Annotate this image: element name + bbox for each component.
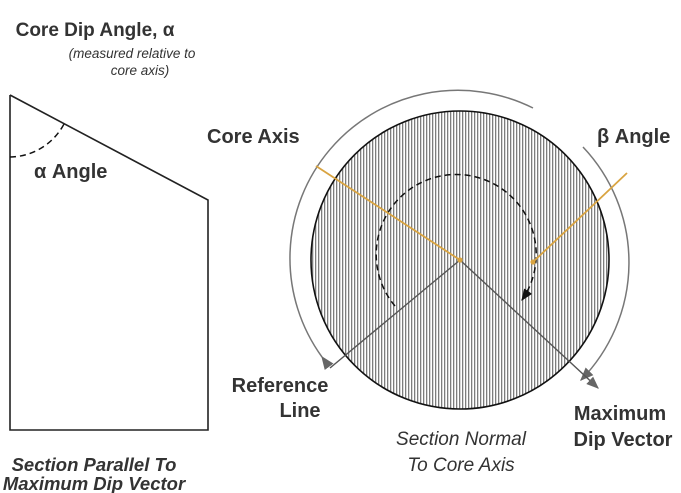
left-panel-subtitle-line2: core axis) [111,63,170,78]
right-caption-line1: Section Normal [396,429,527,450]
core-axis-label: Core Axis [207,126,300,148]
reference-line-label-line2: Line [279,400,320,422]
max-dip-label-line2: Dip Vector [574,429,673,451]
reference-rotation-arc [289,89,534,371]
core-axis-line [315,165,461,261]
beta-angle-pointer-line [532,172,628,263]
core-section-outline [9,94,209,431]
left-caption-line2: Maximum Dip Vector [3,473,187,493]
right-caption-line2: To Core Axis [407,455,515,476]
max-dip-label-line1: Maximum [574,403,666,425]
beta-rotation-arc [580,146,630,381]
beta-angle-label: β Angle [597,126,670,148]
beta-angle-dot [530,259,536,265]
alpha-angle-arc [9,123,65,158]
left-caption-line1: Section Parallel To [12,454,177,475]
max-dip-vector-line [459,259,599,389]
left-panel-title: Core Dip Angle, α [16,20,175,41]
left-panel-subtitle-line1: (measured relative to [69,46,196,61]
reference-line [329,259,461,369]
alpha-angle-label: α Angle [34,161,107,183]
beta-angle-arc [375,173,537,307]
core-axis-center-dot [457,257,463,263]
reference-line-label-line1: Reference [232,375,329,397]
